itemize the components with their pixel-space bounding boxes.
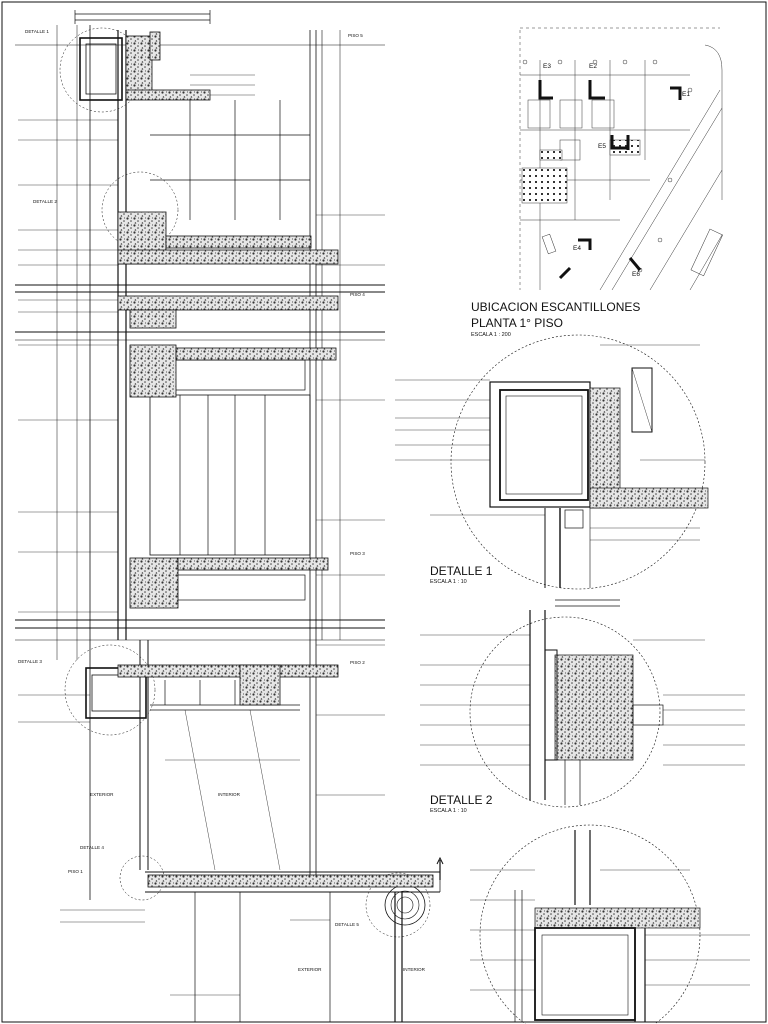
plan-tag-e6: E6 xyxy=(632,271,640,278)
detail-3-drawing xyxy=(470,824,750,1024)
level-piso-5: PISO 5 xyxy=(348,33,363,38)
section-markers xyxy=(538,80,682,280)
detail-1-scale: ESCALA 1 : 10 xyxy=(430,579,467,585)
level-piso-1: PISO 1 xyxy=(68,869,83,874)
plan-tags: E3 E2 E1 E5 E4 E6 xyxy=(543,63,690,278)
detail-2-drawing xyxy=(420,599,745,808)
plan-tag-e2: E2 xyxy=(589,63,597,70)
plan-title-line2: PLANTA 1° PISO xyxy=(471,316,563,330)
level-piso-2: PISO 2 xyxy=(350,660,365,665)
plan-tag-e3: E3 xyxy=(543,63,551,70)
plan-tag-e5: E5 xyxy=(598,143,606,150)
detail-1-title: DETALLE 1 xyxy=(430,564,493,578)
tag-detalle-1-top: DETALLE 1 xyxy=(25,29,49,34)
zone-exterior-1: EXTERIOR xyxy=(90,792,114,797)
location-plan xyxy=(519,27,723,291)
tag-detalle-3: DETALLE 3 xyxy=(18,659,42,664)
detail-2-scale: ESCALA 1 : 10 xyxy=(430,808,467,814)
level-piso-3: PISO 3 xyxy=(350,551,365,556)
wall-section-elevation xyxy=(15,10,444,1022)
plan-tag-e4: E4 xyxy=(573,245,581,252)
plan-tag-e1: E1 xyxy=(682,91,690,98)
plan-title-line1: UBICACION ESCANTILLONES xyxy=(471,300,640,314)
section-tags: DETALLE 1 DETALLE 2 DETALLE 3 DETALLE 4 … xyxy=(18,29,426,972)
zone-interior-2: INTERIOR xyxy=(403,967,426,972)
zone-interior-1: INTERIOR xyxy=(218,792,241,797)
tag-detalle-2: DETALLE 2 xyxy=(33,199,57,204)
detail-1-drawing xyxy=(395,334,709,590)
plan-scale: ESCALA 1 : 200 xyxy=(471,332,511,338)
concrete-slabs-section xyxy=(117,31,434,888)
tag-detalle-5: DETALLE 5 xyxy=(335,922,359,927)
level-piso-4: PISO 4 xyxy=(350,292,365,297)
zone-exterior-2: EXTERIOR xyxy=(298,967,322,972)
tag-detalle-4: DETALLE 4 xyxy=(80,845,104,850)
detail-2-title: DETALLE 2 xyxy=(430,793,493,807)
